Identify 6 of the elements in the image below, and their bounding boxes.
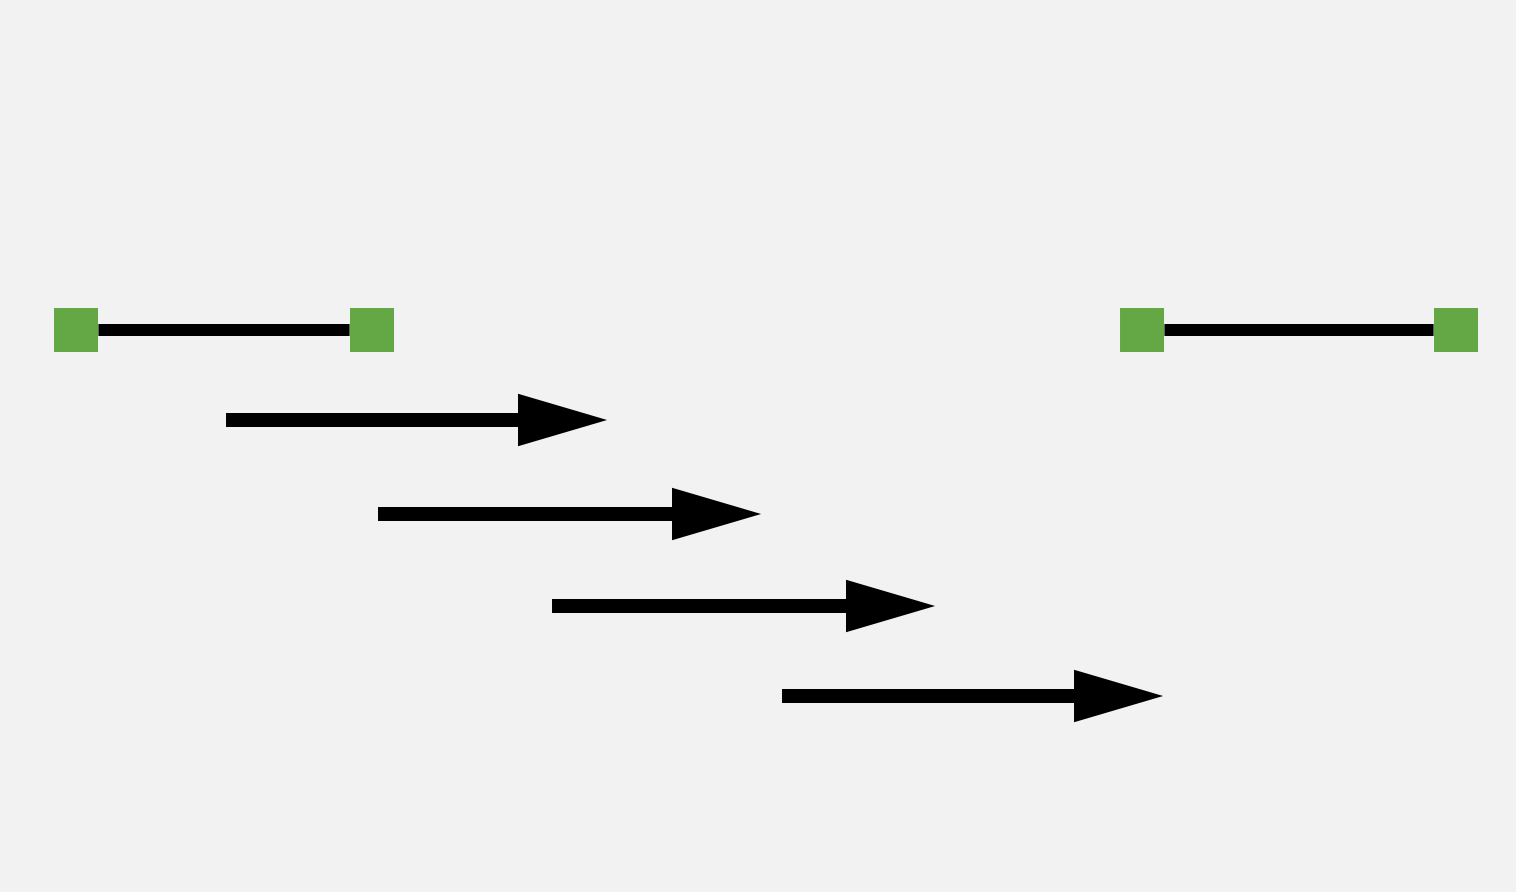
connector-line [1164,324,1434,336]
end-square [54,308,98,352]
end-square [1120,308,1164,352]
end-square [1434,308,1478,352]
end-square [350,308,394,352]
connector-line [98,324,350,336]
